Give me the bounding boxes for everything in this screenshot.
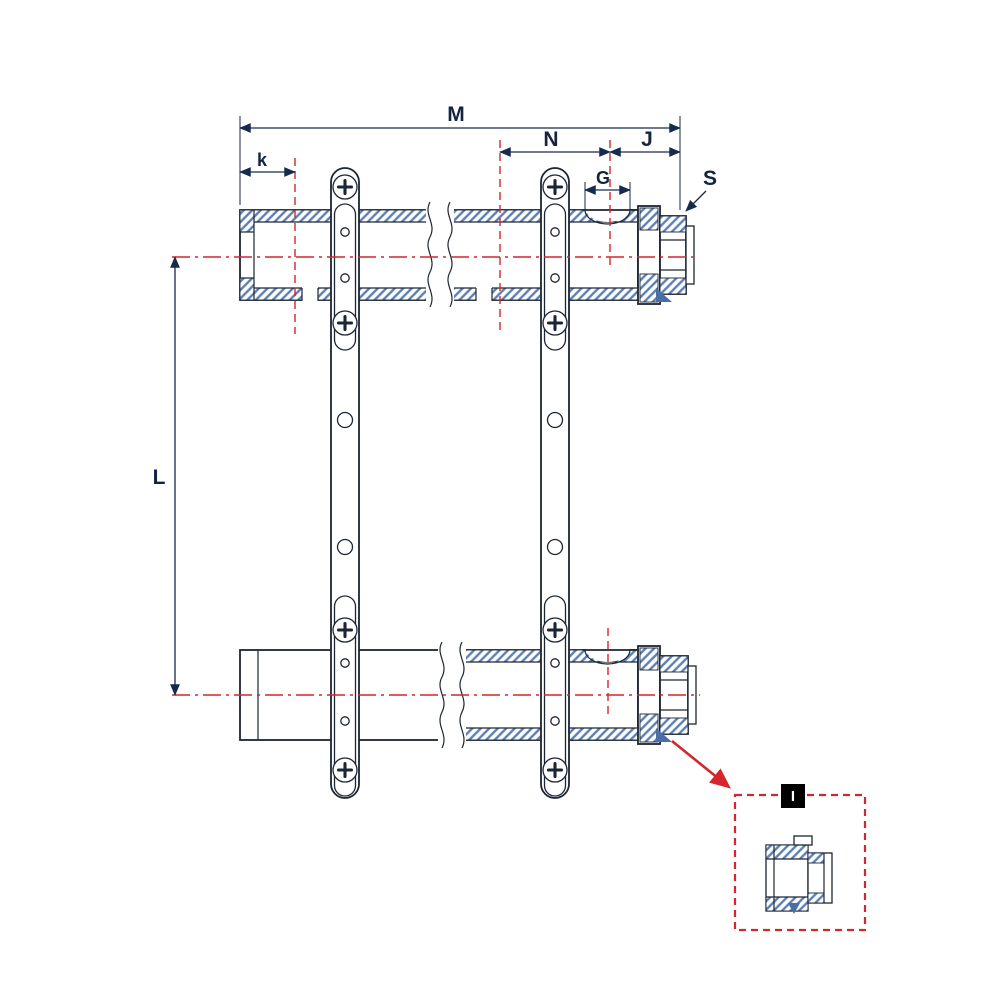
clamp-hole — [340, 227, 350, 237]
bracket-hole — [546, 411, 564, 429]
dim-label-J: J — [641, 128, 653, 151]
manifold-bottom-bar — [239, 632, 697, 749]
detail-arrow — [671, 739, 731, 789]
dim-label-M: M — [447, 103, 465, 126]
phillips-screw — [332, 757, 358, 783]
clamp-hole — [340, 273, 350, 283]
detail-fitting-drawing — [765, 835, 833, 914]
mounting-bracket-left — [330, 167, 360, 799]
clamp-hole — [550, 273, 560, 283]
manifold-top-bar — [239, 192, 695, 308]
dimensions — [170, 116, 707, 696]
dim-label-L: L — [153, 466, 166, 489]
phillips-screw — [542, 174, 568, 200]
leader-S — [685, 190, 707, 212]
bottom-outlet-ports — [301, 286, 493, 302]
blue-seal-mark — [656, 728, 672, 742]
dim-label-G: G — [596, 168, 610, 188]
phillips-screw — [542, 757, 568, 783]
dim-label-N: N — [543, 128, 558, 151]
clamp-hole — [340, 658, 350, 668]
phillips-screw — [332, 617, 358, 643]
bracket-hole — [336, 411, 354, 429]
dim-label-k: k — [257, 150, 268, 170]
phillips-screw — [542, 310, 568, 336]
dimension-labels: M N J k G S L — [153, 103, 717, 489]
bracket-hole — [546, 538, 564, 556]
bracket-hole — [336, 538, 354, 556]
dim-label-S: S — [703, 167, 717, 190]
clamp-hole — [340, 716, 350, 726]
clamp-hole — [550, 227, 560, 237]
phillips-screw — [542, 617, 568, 643]
clamp-hole — [550, 658, 560, 668]
centerlines — [172, 140, 700, 714]
top-bar-break-lines — [426, 201, 454, 308]
detail-label: I — [791, 788, 795, 805]
mounting-bracket-right — [540, 167, 570, 799]
clamp-hole — [550, 716, 560, 726]
phillips-screw — [332, 174, 358, 200]
top-end-fitting — [637, 205, 695, 305]
phillips-screw — [332, 310, 358, 336]
detail-label-badge — [781, 784, 805, 808]
blue-seal-mark — [788, 903, 800, 914]
blue-seal-mark — [656, 288, 672, 302]
detail-callout: I — [671, 739, 867, 932]
